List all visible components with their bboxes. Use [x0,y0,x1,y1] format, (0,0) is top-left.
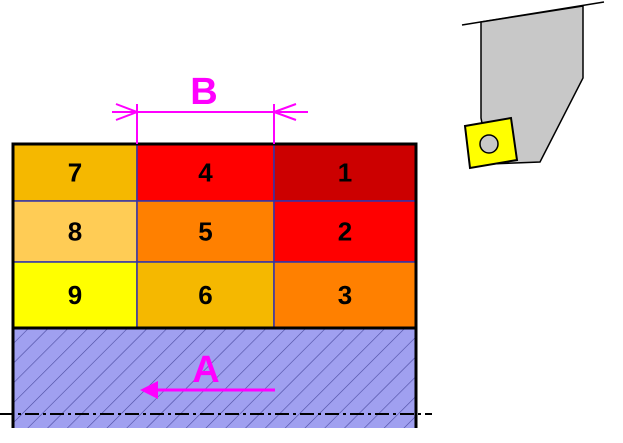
dimension-b [112,103,308,144]
zone-cell-1 [273,143,417,202]
cut-zone-grid: 7 4 1 8 5 2 9 6 3 [12,143,417,329]
feed-direction-label: A [192,349,219,391]
feed-arrow [140,381,275,399]
dimension-b-arrow-right [271,103,297,121]
zone-cell-label: 5 [198,217,212,247]
zone-cell-label: 1 [338,158,352,188]
zone-cell-6 [136,261,275,329]
dimension-b-arrow-left [115,103,140,121]
zone-cell-label: 8 [68,217,82,247]
zone-cell-label: 4 [198,158,213,188]
zone-cell-label: 2 [338,217,352,247]
cutting-tool [461,1,605,170]
zone-cell-label: 3 [338,280,352,310]
feed-arrow-head [140,381,158,399]
workpiece-area [13,328,416,428]
workpiece-outline [11,142,418,428]
zone-cell-label: 9 [68,280,82,310]
dimension-b-label: B [190,71,217,113]
zone-cell-7 [12,143,138,202]
zone-cell-3 [273,261,417,329]
zone-cell-label: 6 [198,280,212,310]
insert-screw-hole [479,134,499,154]
zone-cell-label: 7 [68,158,82,188]
